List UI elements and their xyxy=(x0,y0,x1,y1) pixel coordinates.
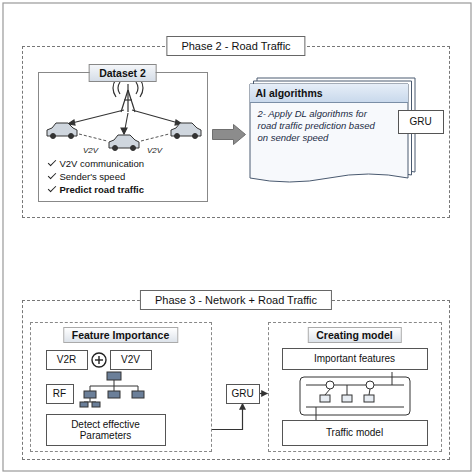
plus-symbol xyxy=(92,353,106,367)
car xyxy=(69,134,74,139)
flow-arrow xyxy=(260,393,268,394)
data-box: V2R xyxy=(46,350,88,370)
tree-icon xyxy=(80,372,144,407)
radio-tower xyxy=(140,79,143,97)
group-box: Feature ImportanceV2R V2V RF Detect effecti… xyxy=(30,322,212,452)
tower-links xyxy=(132,110,182,124)
algorithm-box: RF xyxy=(46,384,74,404)
box-text: Traffic model xyxy=(326,427,383,438)
car xyxy=(47,123,201,151)
tree-icon xyxy=(138,386,139,391)
box-text: V2R xyxy=(57,354,76,365)
radio-tower xyxy=(113,79,116,97)
box-text: V2V xyxy=(121,354,140,365)
car xyxy=(193,134,198,139)
box-text: RF xyxy=(53,388,66,399)
gru-cell-sketch xyxy=(369,389,370,395)
tree-icon xyxy=(84,391,96,398)
heading-text: Creating model xyxy=(307,327,401,343)
gru-cell-sketch xyxy=(320,395,330,402)
gru-cell-sketch xyxy=(392,372,393,385)
tree-icon xyxy=(107,372,121,380)
radio-tower xyxy=(118,82,120,94)
process-box: Important features xyxy=(282,348,428,370)
gru-cell-sketch xyxy=(316,407,317,420)
data-box: V2V xyxy=(110,350,152,370)
car xyxy=(113,146,118,151)
car xyxy=(175,134,180,139)
gru-cell-sketch xyxy=(326,381,334,389)
radio-tower xyxy=(127,84,128,112)
radio-tower xyxy=(128,90,135,112)
tree-icon xyxy=(114,380,115,386)
gru-cell-sketch xyxy=(325,389,330,395)
box-text: GRU xyxy=(409,116,431,127)
process-box: Detect effective Parameters xyxy=(46,414,166,446)
check-item: Predict road traffic xyxy=(47,183,201,196)
process-box: Traffic model xyxy=(282,420,428,446)
box-text: 2- Apply DL algorithms for road traffic … xyxy=(250,103,408,148)
gru-cell-sketch xyxy=(306,407,404,408)
tower-links xyxy=(121,128,127,134)
box-text: GRU xyxy=(231,388,253,399)
radio-tower xyxy=(121,90,128,112)
heading-text: AI algorithms xyxy=(250,84,408,103)
check-item: V2V communication xyxy=(47,157,201,170)
car xyxy=(51,134,56,139)
flow-arrow xyxy=(212,404,243,430)
heading-text: Dataset 2 xyxy=(88,64,157,82)
heading-text: Phase 2 - Road Traffic xyxy=(166,36,305,56)
dataset-box: Dataset 2V2V communicationSender's speed… xyxy=(38,72,208,202)
car xyxy=(131,146,136,151)
model-box: GRU xyxy=(398,110,444,134)
gru-cell-sketch xyxy=(364,395,374,402)
radio-tower xyxy=(113,79,143,112)
tree-icon xyxy=(114,386,115,391)
tree-icon xyxy=(132,391,144,398)
radio-tower xyxy=(124,99,132,100)
tree-icon xyxy=(92,402,100,407)
heading-text: Phase 3 - Network + Road Traffic xyxy=(140,290,332,310)
gru-cell-sketch xyxy=(306,385,404,386)
gru-cell-sketch xyxy=(347,385,348,395)
plus-symbol xyxy=(98,356,99,364)
gru-cell-sketch xyxy=(342,395,352,402)
block-arrow xyxy=(213,125,246,145)
gru-cell-sketch xyxy=(300,372,410,420)
group-box: Creating modelImportant featuresTraffic … xyxy=(268,322,442,452)
box-text: Important features xyxy=(314,353,395,364)
tree-icon xyxy=(90,386,91,391)
tower-links xyxy=(68,110,182,134)
link-label: V2V xyxy=(82,146,99,155)
document-box: AI algorithms2- Apply DL algorithms for … xyxy=(250,84,408,186)
phase-panel: Phase 3 - Network + Road TrafficFeature … xyxy=(22,300,450,460)
tree-icon xyxy=(108,391,120,398)
phase-panel: Phase 2 - Road TrafficDataset 2V2V commu… xyxy=(22,46,450,218)
link-label: V2V xyxy=(146,146,163,155)
v2v-links xyxy=(79,134,107,141)
model-box: GRU xyxy=(226,384,260,404)
tree-icon xyxy=(80,402,88,407)
tree-icon xyxy=(90,398,91,402)
outer-frame xyxy=(3,3,471,471)
check-item: Sender's speed xyxy=(47,170,201,183)
plus-symbol xyxy=(92,353,106,367)
gru-cell-sketch xyxy=(366,381,374,389)
v2v-links xyxy=(141,134,169,141)
heading-text: Feature Importance xyxy=(63,327,178,343)
radio-tower xyxy=(136,82,138,94)
tower-links xyxy=(68,110,124,124)
document-page xyxy=(250,84,408,182)
box-text: Detect effective Parameters xyxy=(50,419,162,441)
